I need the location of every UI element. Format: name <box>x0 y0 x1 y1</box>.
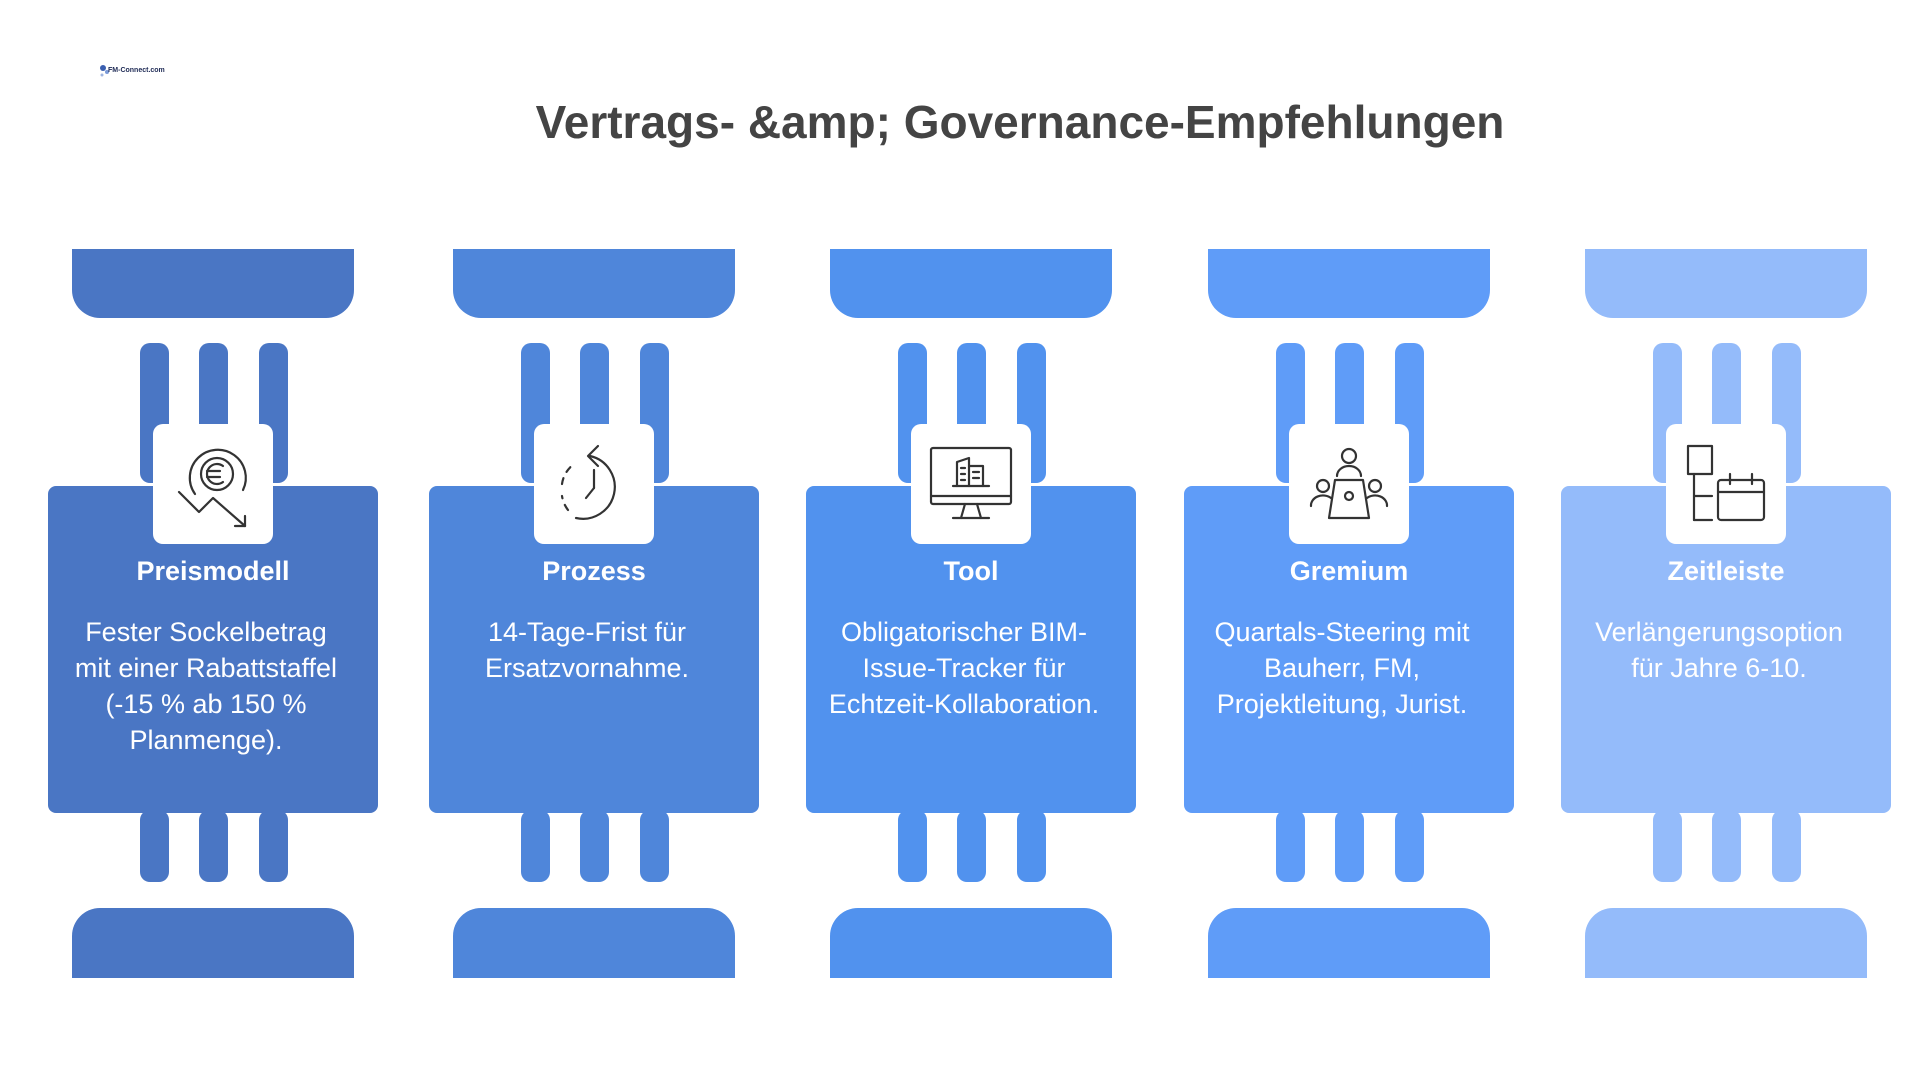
column-heading: Prozess <box>542 556 646 586</box>
column-text: Verlängerungsoption für Jahre 6-10. <box>1595 617 1843 683</box>
column-bar <box>1712 810 1741 882</box>
column-bar <box>199 810 228 882</box>
column-top-cap <box>1208 249 1490 318</box>
column-preismodell: Preismodell Fester Sockelbetrag mit eine… <box>48 0 378 1077</box>
column-top-cap <box>1585 249 1867 318</box>
column-top-cap <box>72 249 354 318</box>
page-title: Vertrags- &amp; Governance-Empfehlungen <box>535 96 1505 148</box>
column-bar <box>1276 810 1305 882</box>
column-zeitleiste: Zeitleiste Verlängerungsoption für Jahre… <box>1561 0 1891 1077</box>
column-bar <box>1772 810 1801 882</box>
column-bar <box>898 810 927 882</box>
column-bar <box>521 810 550 882</box>
column-bar <box>1017 810 1046 882</box>
column-bottom-cap <box>1208 908 1490 978</box>
icon-box <box>911 424 1031 544</box>
meeting-table-icon <box>1309 447 1389 520</box>
column-heading: Zeitleiste <box>1667 556 1785 586</box>
monitor-building-icon <box>929 446 1013 520</box>
column-bar <box>1653 810 1682 882</box>
column-text: Obligatorischer BIM-Issue-Tracker für Ec… <box>828 617 1100 719</box>
calendar-timeline-icon <box>1686 444 1766 522</box>
logo-text: FM-Connect.com <box>108 67 165 74</box>
column-bottom-cap <box>453 908 735 978</box>
column-bar <box>957 810 986 882</box>
column-prozess: Prozess 14-Tage-Frist für Ersatzvornahme… <box>429 0 759 1077</box>
column-bottom-cap <box>72 908 354 978</box>
column-bar <box>640 810 669 882</box>
globe-logo-icon <box>100 65 109 77</box>
clock-cycle-icon <box>560 444 616 520</box>
column-heading: Gremium <box>1289 556 1409 586</box>
column-text: Quartals-Steering mit Bauherr, FM, Proje… <box>1214 617 1470 719</box>
column-bar <box>580 810 609 882</box>
column-bottom-cap <box>1585 908 1867 978</box>
column-heading: Preismodell <box>136 556 290 586</box>
column-bar <box>140 810 169 882</box>
column-top-cap <box>453 249 735 318</box>
icon-box <box>153 424 273 544</box>
column-bottom-cap <box>830 908 1112 978</box>
column-bar <box>259 810 288 882</box>
column-bar <box>1395 810 1424 882</box>
icon-box <box>534 424 654 544</box>
euro-decline-icon <box>177 448 247 528</box>
column-text: Fester Sockelbetrag mit einer Rabattstaf… <box>74 617 338 755</box>
column-bar <box>1335 810 1364 882</box>
company-logo: FM-Connect.com <box>98 62 165 86</box>
column-text: 14-Tage-Frist für Ersatzvornahme. <box>484 617 690 683</box>
column-heading: Tool <box>943 556 999 586</box>
icon-box <box>1289 424 1409 544</box>
column-gremium: Gremium Quartals-Steering mit Bauherr, F… <box>1184 0 1514 1077</box>
column-top-cap <box>830 249 1112 318</box>
column-tool: Tool Obligatorischer BIM-Issue-Tracker f… <box>806 0 1136 1077</box>
icon-box <box>1666 424 1786 544</box>
